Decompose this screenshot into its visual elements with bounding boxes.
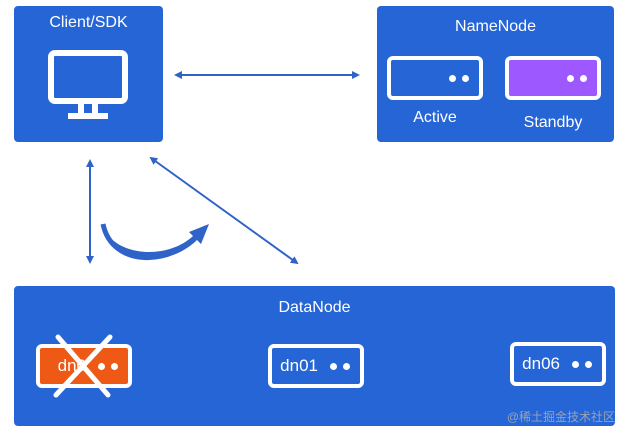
status-dot <box>572 360 579 368</box>
monitor-icon <box>48 50 128 119</box>
status-dot <box>98 362 105 370</box>
namenode-active-server <box>387 56 483 100</box>
status-dot <box>580 74 587 82</box>
status-dot <box>449 74 456 82</box>
namenode-standby-server <box>505 56 601 100</box>
namenode-panel: NameNode Active Standby <box>377 6 614 142</box>
status-dot <box>462 74 469 82</box>
dn06-label: dn06 <box>522 354 560 373</box>
datanode-dn06: dn06 <box>510 342 606 386</box>
dn01-label: dn01 <box>280 356 318 375</box>
watermark: @稀土掘金技术社区 <box>506 410 615 424</box>
status-dot <box>585 360 592 368</box>
status-dot <box>567 74 574 82</box>
datanode-title: DataNode <box>278 299 351 316</box>
retry-curve-body <box>100 223 201 261</box>
status-dot <box>343 362 350 370</box>
client-datanode-diagonal-arrow <box>149 156 299 265</box>
status-dot <box>111 362 118 370</box>
active-label: Active <box>413 109 457 126</box>
namenode-title: NameNode <box>455 18 536 35</box>
failed-cross-icon <box>53 334 113 398</box>
status-dot <box>330 362 337 370</box>
client-sdk-title: Client/SDK <box>49 14 128 31</box>
datanode-dn01: dn01 <box>268 344 364 388</box>
standby-label: Standby <box>523 114 583 131</box>
client-sdk-panel: Client/SDK <box>14 6 163 142</box>
datanode-panel: DataNode dn0 dn01 dn06 <box>14 286 615 426</box>
